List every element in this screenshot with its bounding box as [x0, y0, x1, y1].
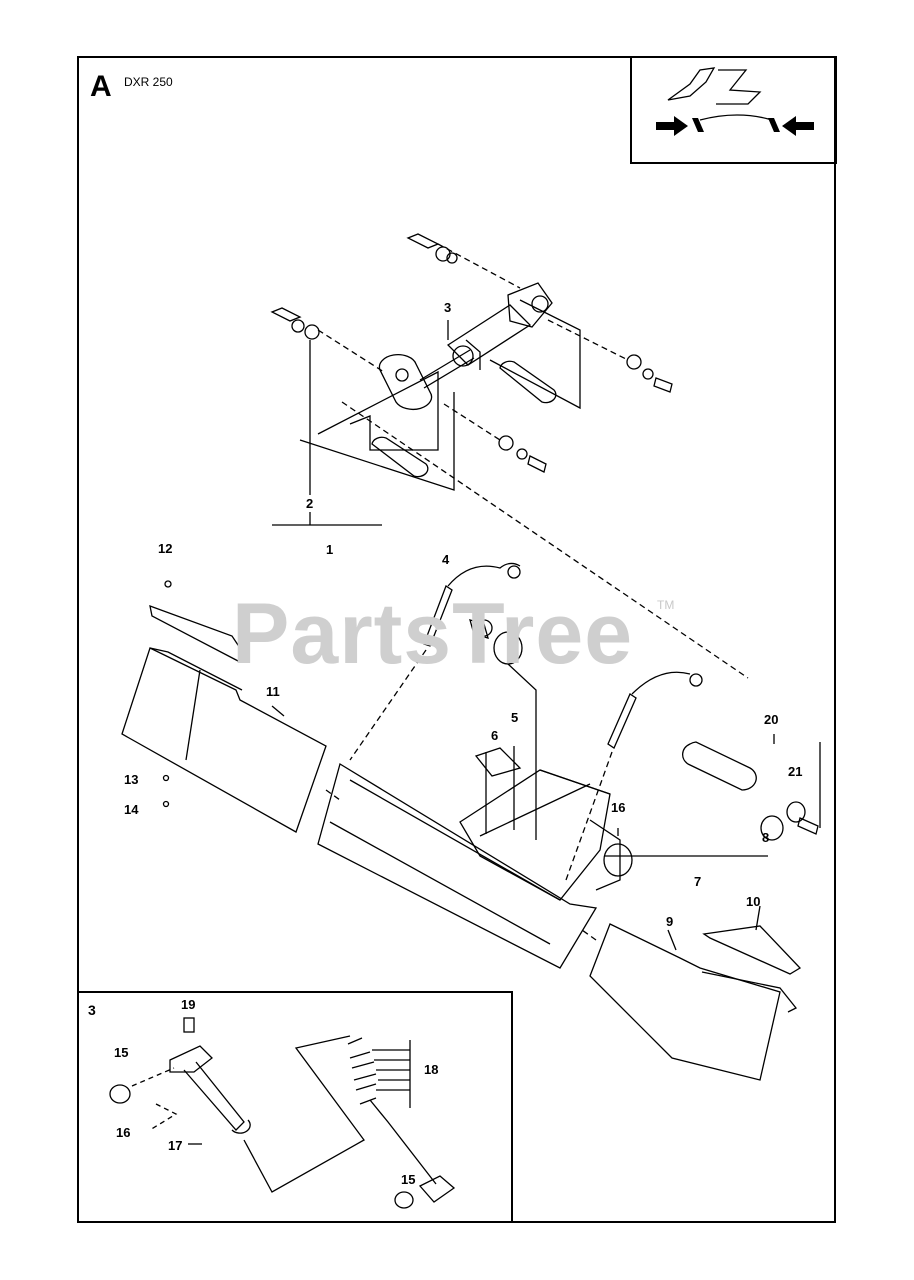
callout-17: 17 [168, 1138, 183, 1153]
inset-label: 3 [88, 1002, 96, 1018]
callout-11: 11 [266, 684, 280, 699]
bushing [469, 619, 537, 840]
model-label: DXR 250 [124, 75, 173, 89]
callout-15-right: 15 [401, 1172, 416, 1187]
callout-16-inset: 16 [116, 1125, 131, 1140]
pin-with-chain [349, 562, 703, 881]
cylinder-assembly [270, 233, 673, 491]
section-letter: A [90, 70, 112, 103]
blade-center [317, 762, 633, 969]
callout-16-main: 16 [611, 800, 626, 815]
callout-5: 5 [511, 710, 519, 725]
trademark-mark: TM [657, 598, 675, 612]
callout-2: 2 [306, 496, 314, 511]
callout-8: 8 [762, 830, 770, 845]
callout-9: 9 [666, 914, 674, 929]
callout-13: 13 [124, 772, 139, 787]
right-wing [581, 923, 802, 1081]
callout-6: 6 [491, 728, 499, 743]
callout-15-left: 15 [114, 1045, 129, 1060]
callout-3: 3 [444, 300, 452, 315]
callout-20: 20 [764, 712, 779, 727]
callout-18: 18 [424, 1062, 439, 1077]
callout-4: 4 [442, 552, 450, 567]
left-wing [121, 580, 341, 833]
callout-1: 1 [326, 542, 334, 557]
watermark-text: PartsTree [232, 586, 634, 682]
machine-orientation-icon [667, 67, 773, 121]
callout-14: 14 [124, 802, 139, 817]
callout-19: 19 [181, 997, 196, 1012]
arrow-left-icon [768, 116, 814, 136]
detail-inset [77, 991, 513, 1223]
callout-21: 21 [788, 764, 803, 779]
tilt-cylinder [682, 734, 821, 841]
plate [474, 746, 522, 834]
detail-cylinder-end [109, 1017, 456, 1209]
callout-12: 12 [158, 541, 173, 556]
orientation-inset [630, 56, 837, 164]
callout-10: 10 [746, 894, 761, 909]
arrow-right-icon [656, 116, 704, 136]
callout-7: 7 [694, 874, 702, 889]
